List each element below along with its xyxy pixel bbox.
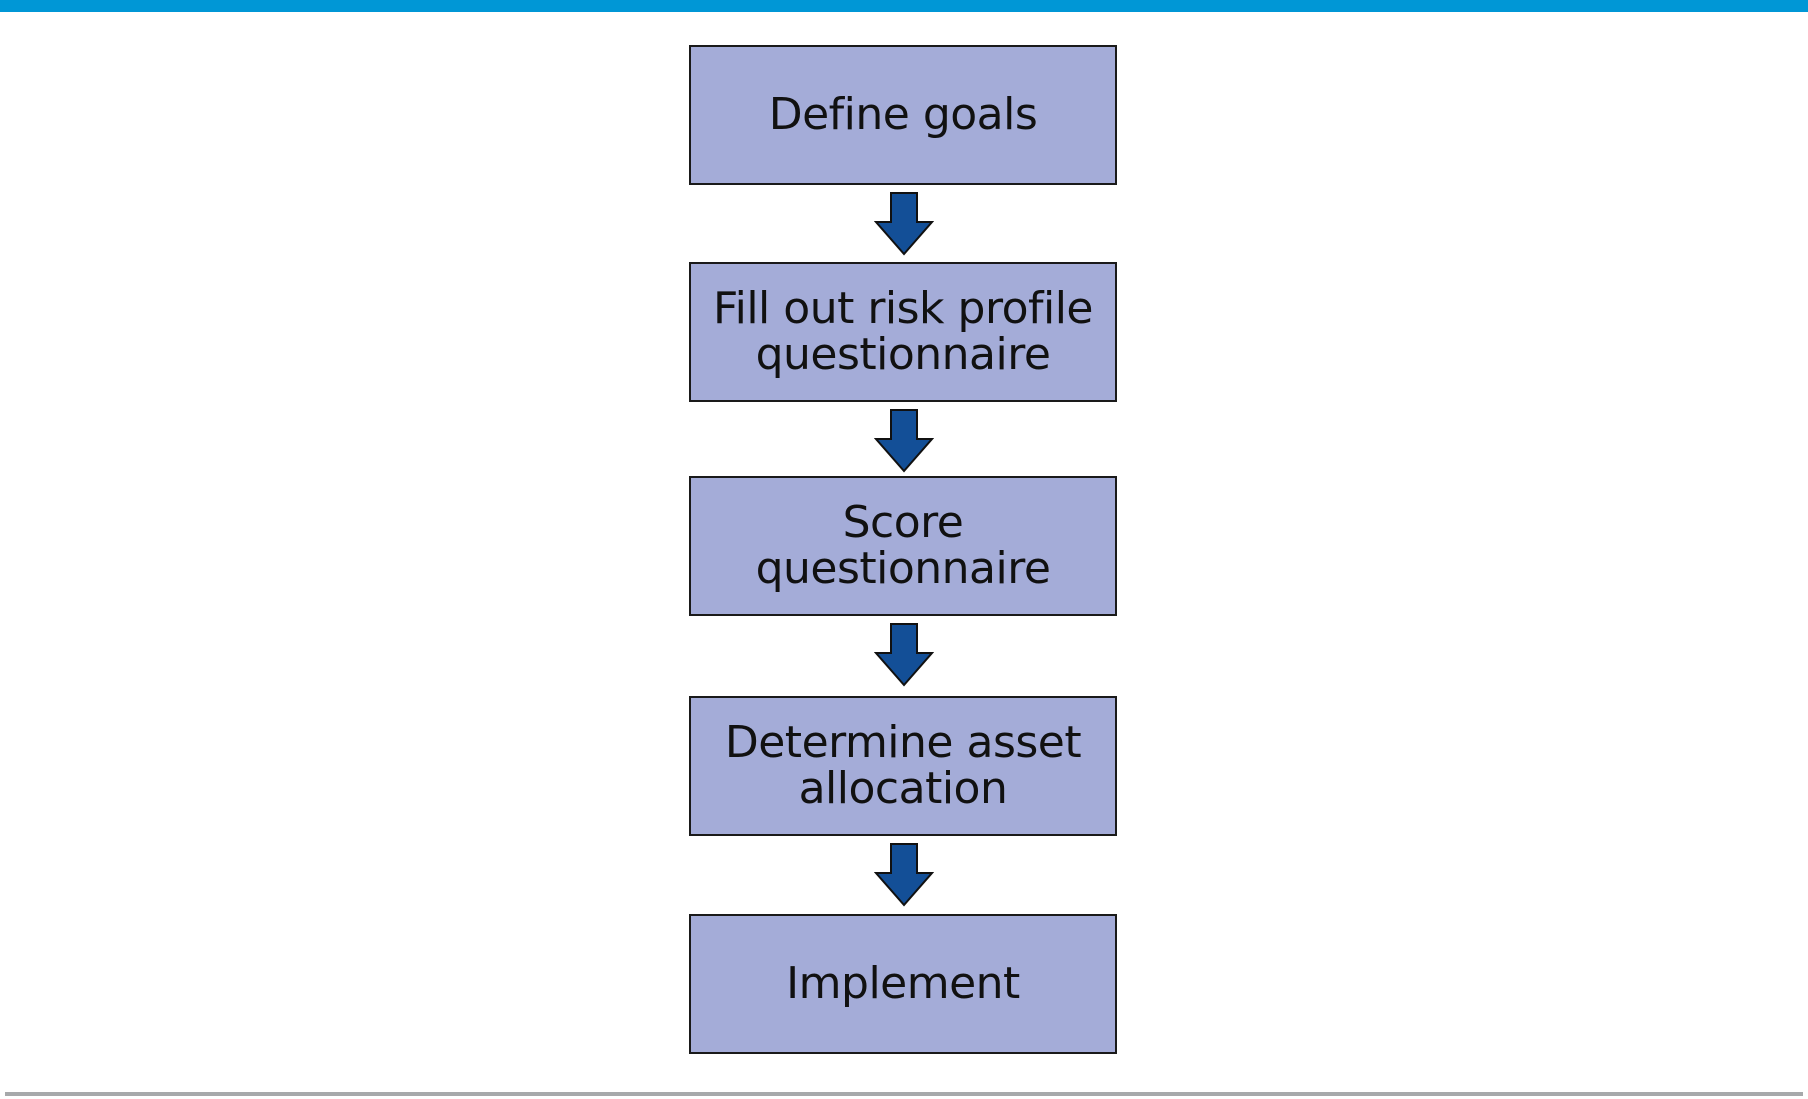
step-label: Implement <box>786 958 1020 1009</box>
bottom-rule <box>5 1092 1803 1096</box>
step-box-score-questionnaire: Score questionnaire <box>689 476 1117 616</box>
down-arrow-icon <box>874 192 934 256</box>
down-arrow-icon <box>874 843 934 907</box>
step-label: Score questionnaire <box>755 497 1051 594</box>
step-box-fill-out-risk-profile: Fill out risk profile questionnaire <box>689 262 1117 402</box>
step-label: Define goals <box>768 89 1038 140</box>
step-box-implement: Implement <box>689 914 1117 1054</box>
top-accent-bar <box>0 0 1808 12</box>
step-box-determine-asset-allocation: Determine asset allocation <box>689 696 1117 836</box>
down-arrow-icon <box>874 409 934 473</box>
step-label: Determine asset allocation <box>724 717 1082 814</box>
step-label: Fill out risk profile questionnaire <box>713 283 1094 380</box>
down-arrow-icon <box>874 623 934 687</box>
step-box-define-goals: Define goals <box>689 45 1117 185</box>
